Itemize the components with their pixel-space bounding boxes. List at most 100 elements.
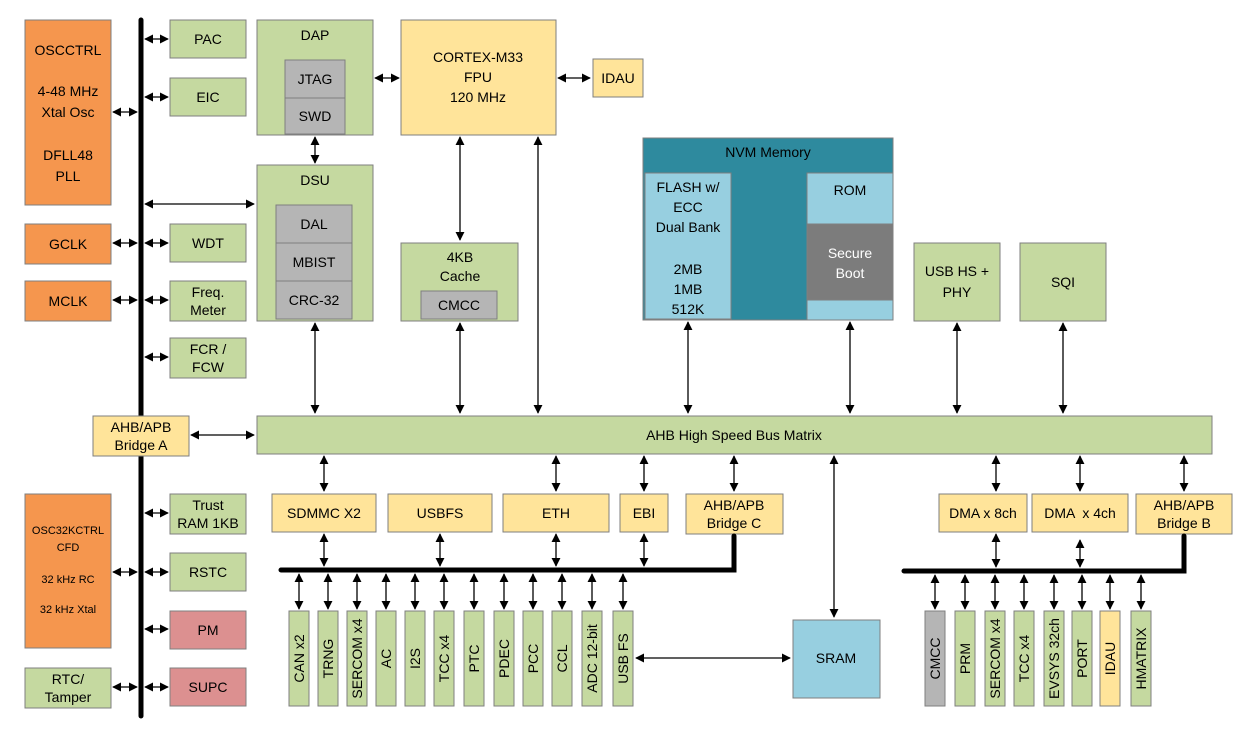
peripheral-port: PORT [1071, 574, 1093, 707]
svg-text:IDAU: IDAU [1102, 642, 1118, 675]
peripheral-sercom-x4: SERCOM x4 [984, 574, 1006, 707]
svg-text:AHB/APB: AHB/APB [704, 497, 765, 513]
svg-text:120 MHz: 120 MHz [450, 89, 506, 105]
svg-text:SQI: SQI [1051, 274, 1075, 290]
svg-text:DAP: DAP [301, 27, 330, 43]
svg-text:PCC: PCC [525, 644, 541, 674]
svg-text:USB FS: USB FS [615, 633, 631, 684]
svg-text:DFLL48: DFLL48 [43, 147, 93, 163]
mclk-block: MCLK [24, 280, 112, 322]
svg-text:Bridge B: Bridge B [1157, 515, 1211, 531]
svg-text:CMCC: CMCC [927, 638, 943, 680]
svg-text:DMA x 8ch: DMA x 8ch [949, 505, 1017, 521]
svg-text:RAM 1KB: RAM 1KB [177, 515, 238, 531]
eth-block: ETH [502, 493, 610, 533]
bridge-c-block: AHB/APB Bridge C [685, 493, 784, 535]
bus-matrix-lower-arrows [319, 455, 1189, 618]
peripheral-pdec: PDEC [493, 573, 515, 707]
bridge-b-block: AHB/APB Bridge B [1135, 493, 1233, 535]
svg-text:AHB/APB: AHB/APB [111, 419, 172, 435]
usbfs-block: USBFS [387, 493, 493, 533]
svg-text:2MB: 2MB [674, 261, 703, 277]
bridge-c-bus [278, 533, 737, 573]
svg-text:AC: AC [378, 649, 394, 668]
svg-text:FCR /: FCR / [190, 341, 227, 357]
peripheral-i2s: I2S [404, 573, 426, 707]
peripheral-ac: AC [375, 573, 397, 707]
trust-ram-block: Trust RAM 1KB [169, 493, 247, 535]
peripheral-ptc: PTC [463, 573, 485, 707]
oscctrl-block: OSCCTRL 4-48 MHz Xtal Osc DFLL48 PLL [24, 19, 112, 206]
osc32kctrl-block: OSC32KCTRL CFD 32 kHz RC 32 kHz Xtal [24, 493, 112, 649]
ahb-bus-matrix: AHB High Speed Bus Matrix [256, 415, 1213, 455]
svg-text:PORT: PORT [1074, 639, 1090, 678]
peripheral-tcc-x4: TCC x4 [433, 573, 455, 707]
svg-text:Trust: Trust [192, 497, 223, 513]
jtag-label: JTAG [298, 71, 333, 87]
svg-text:IDAU: IDAU [601, 70, 634, 86]
dap-block: DAP JTAG SWD [256, 19, 374, 136]
peripheral-tcc-x4: TCC x4 [1013, 574, 1035, 707]
svg-text:OSC32KCTRL: OSC32KCTRL [32, 525, 104, 537]
svg-text:Bridge C: Bridge C [707, 515, 761, 531]
svg-text:SERCOM x4: SERCOM x4 [987, 618, 1003, 698]
svg-text:TCC x4: TCC x4 [1016, 635, 1032, 683]
svg-text:CRC-32: CRC-32 [289, 292, 340, 308]
svg-text:SERCOM x4: SERCOM x4 [349, 618, 365, 698]
svg-text:SDMMC X2: SDMMC X2 [287, 505, 361, 521]
svg-text:EVSYS 32ch: EVSYS 32ch [1046, 618, 1062, 699]
svg-text:FPU: FPU [464, 69, 492, 85]
supc-block: SUPC [169, 667, 247, 707]
rtc-tamper-block: RTC/ Tamper [24, 667, 112, 709]
svg-text:TCC x4: TCC x4 [436, 635, 452, 683]
svg-text:PHY: PHY [943, 284, 972, 300]
svg-text:ROM: ROM [834, 182, 867, 198]
svg-text:USBFS: USBFS [417, 505, 464, 521]
svg-text:I2S: I2S [407, 648, 423, 669]
svg-text:Dual Bank: Dual Bank [656, 219, 722, 235]
peripheral-can-x2: CAN x2 [288, 573, 310, 707]
peripheral-ccl: CCL [551, 573, 573, 707]
svg-text:MCLK: MCLK [49, 293, 89, 309]
svg-text:Meter: Meter [190, 302, 226, 318]
peripheral-adc-12-bit: ADC 12-bit [581, 573, 603, 707]
bridge-a-block: AHB/APB Bridge A [92, 415, 190, 457]
bridge-c-slave-arrows [319, 533, 649, 567]
svg-text:PDEC: PDEC [496, 639, 512, 678]
svg-text:CCL: CCL [554, 644, 570, 672]
svg-text:EIC: EIC [196, 89, 219, 105]
oscctrl-label: OSCCTRL [35, 42, 102, 58]
bus-matrix-upper-arrows [310, 136, 1068, 414]
sdmmc-block: SDMMC X2 [271, 493, 377, 533]
svg-text:PTC: PTC [466, 645, 482, 673]
svg-text:4KB: 4KB [447, 249, 473, 265]
peripheral-hmatrix: HMATRIX [1130, 574, 1152, 707]
freq-meter-block: Freq. Meter [169, 280, 247, 322]
svg-text:EBI: EBI [633, 505, 656, 521]
svg-text:DMA x 4ch: DMA x 4ch [1044, 505, 1116, 521]
svg-text:AHB High Speed Bus Matrix: AHB High Speed Bus Matrix [646, 427, 822, 443]
svg-text:RTC/: RTC/ [52, 671, 85, 687]
svg-text:WDT: WDT [192, 235, 224, 251]
svg-text:1MB: 1MB [674, 281, 703, 297]
svg-text:GCLK: GCLK [49, 236, 88, 252]
svg-text:Tamper: Tamper [45, 689, 92, 705]
svg-text:RSTC: RSTC [189, 564, 227, 580]
svg-text:CORTEX-M33: CORTEX-M33 [433, 49, 523, 65]
svg-text:PLL: PLL [56, 168, 81, 184]
pm-block: PM [169, 610, 247, 650]
peripheral-cmcc: CMCC [924, 574, 946, 707]
apb-a-arrows [112, 34, 255, 692]
svg-text:TRNG: TRNG [320, 639, 336, 679]
svg-text:PAC: PAC [194, 31, 222, 47]
svg-text:Bridge A: Bridge A [115, 437, 169, 453]
svg-text:Secure: Secure [828, 245, 873, 261]
swd-label: SWD [299, 108, 332, 124]
sqi-block: SQI [1019, 242, 1107, 322]
svg-text:ETH: ETH [542, 505, 570, 521]
svg-text:AHB/APB: AHB/APB [1154, 497, 1215, 513]
svg-text:Boot: Boot [836, 265, 865, 281]
svg-text:SUPC: SUPC [189, 679, 228, 695]
